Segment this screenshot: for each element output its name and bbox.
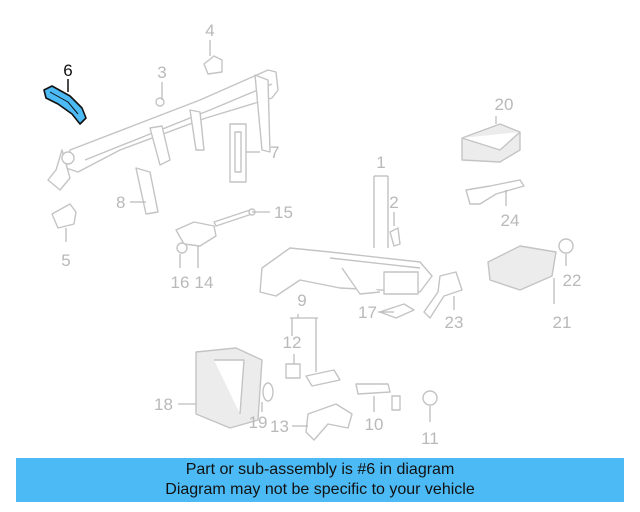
callout-23: 23 xyxy=(445,313,464,332)
callout-21: 21 xyxy=(553,313,572,332)
callout-11: 11 xyxy=(421,429,439,448)
part-10-key-cylinder[interactable] xyxy=(355,383,401,411)
leader-lines xyxy=(65,40,567,427)
callout-labels: 6 3 4 5 7 8 15 16 14 1 2 17 23 20 24 21 … xyxy=(61,21,581,448)
callout-4: 4 xyxy=(205,21,214,40)
callout-12: 12 xyxy=(283,333,302,352)
callout-20: 20 xyxy=(495,95,514,114)
part-6-bracket[interactable] xyxy=(43,85,87,125)
callout-7: 7 xyxy=(270,143,279,162)
part-4-clip[interactable] xyxy=(203,55,223,75)
part-18-shroud[interactable] xyxy=(195,347,263,429)
callout-10: 10 xyxy=(365,415,384,434)
part-24-switch[interactable] xyxy=(465,179,525,205)
part-17-cover[interactable] xyxy=(379,303,415,319)
callout-2: 2 xyxy=(389,193,398,212)
callout-1: 1 xyxy=(376,153,385,172)
callout-13: 13 xyxy=(270,417,289,436)
callout-24: 24 xyxy=(501,211,520,230)
part-23-lever[interactable] xyxy=(423,271,463,319)
callout-8: 8 xyxy=(116,193,125,212)
callout-3: 3 xyxy=(157,63,166,82)
part-7-plate[interactable] xyxy=(229,123,247,183)
part-15-bolt[interactable] xyxy=(213,208,256,227)
callout-14: 14 xyxy=(195,273,214,292)
part-1-steering-column[interactable] xyxy=(259,247,433,297)
part-5-bracket[interactable] xyxy=(51,203,77,229)
callout-18: 18 xyxy=(154,395,173,414)
banner-line-2: Diagram may not be specific to your vehi… xyxy=(165,481,475,498)
part-11-grommet[interactable] xyxy=(422,390,438,406)
part-8-brace[interactable] xyxy=(135,167,159,215)
banner-line-1: Part or sub-assembly is #6 in diagram xyxy=(185,461,455,478)
callout-9: 9 xyxy=(297,291,306,310)
part-12-lock[interactable] xyxy=(285,363,301,379)
part-3-dash-beam[interactable] xyxy=(47,69,279,191)
callout-16: 16 xyxy=(171,273,190,292)
callout-5: 5 xyxy=(61,251,70,270)
part-2-clip[interactable] xyxy=(389,227,401,247)
part-9-cylinder[interactable] xyxy=(305,369,341,387)
callout-22: 22 xyxy=(563,271,582,290)
callout-19: 19 xyxy=(249,413,268,432)
part-13-bracket[interactable] xyxy=(305,403,353,441)
callout-15: 15 xyxy=(274,203,293,222)
part-16-nut[interactable] xyxy=(176,242,188,254)
part-21-housing[interactable] xyxy=(487,245,557,291)
callout-17: 17 xyxy=(358,303,377,322)
info-banner: Part or sub-assembly is #6 in diagram Di… xyxy=(16,458,624,502)
part-20-switch-cover[interactable] xyxy=(461,123,521,163)
callout-6: 6 xyxy=(63,61,72,80)
part-19-seal[interactable] xyxy=(262,382,274,402)
part-22-cap[interactable] xyxy=(558,238,574,254)
